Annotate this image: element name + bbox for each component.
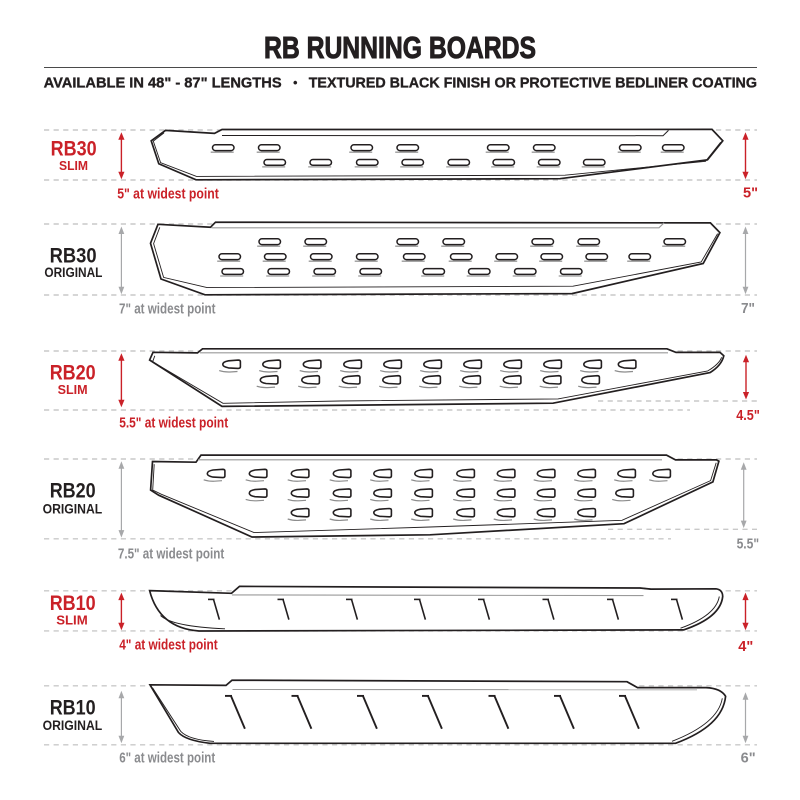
svg-text:RB20: RB20 — [50, 361, 96, 384]
svg-text:RB10: RB10 — [50, 592, 96, 615]
svg-text:ORIGINAL: ORIGINAL — [43, 718, 103, 733]
svg-text:SLIM: SLIM — [56, 613, 87, 628]
svg-text:ORIGINAL: ORIGINAL — [44, 265, 102, 280]
svg-text:AVAILABLE IN 48" - 87" LENGTHS: AVAILABLE IN 48" - 87" LENGTHS — [44, 75, 282, 92]
svg-text:7": 7" — [741, 301, 755, 317]
svg-text:5": 5" — [743, 186, 758, 202]
svg-text:RB30: RB30 — [51, 137, 97, 160]
svg-text:•: • — [293, 75, 298, 90]
svg-text:ORIGINAL: ORIGINAL — [43, 501, 103, 516]
svg-text:5.5" at widest point: 5.5" at widest point — [119, 416, 228, 432]
svg-text:SLIM: SLIM — [58, 382, 88, 397]
svg-text:7.5" at widest point: 7.5" at widest point — [118, 547, 224, 563]
svg-text:6": 6" — [741, 751, 756, 767]
svg-text:4.5": 4.5" — [736, 408, 760, 424]
svg-text:6" at widest point: 6" at widest point — [119, 751, 215, 767]
svg-text:SLIM: SLIM — [59, 158, 88, 173]
svg-text:5" at widest point: 5" at widest point — [117, 187, 219, 203]
svg-text:7" at widest point: 7" at widest point — [119, 301, 216, 317]
svg-text:RB RUNNING BOARDS: RB RUNNING BOARDS — [264, 30, 536, 65]
svg-text:RB20: RB20 — [50, 480, 96, 503]
svg-text:4": 4" — [738, 639, 753, 655]
svg-text:RB30: RB30 — [50, 245, 97, 268]
svg-text:4" at widest point: 4" at widest point — [119, 638, 218, 654]
svg-text:RB10: RB10 — [50, 697, 96, 720]
svg-text:TEXTURED BLACK FINISH OR PROTE: TEXTURED BLACK FINISH OR PROTECTIVE BEDL… — [309, 75, 757, 92]
svg-text:5.5": 5.5" — [737, 536, 760, 552]
